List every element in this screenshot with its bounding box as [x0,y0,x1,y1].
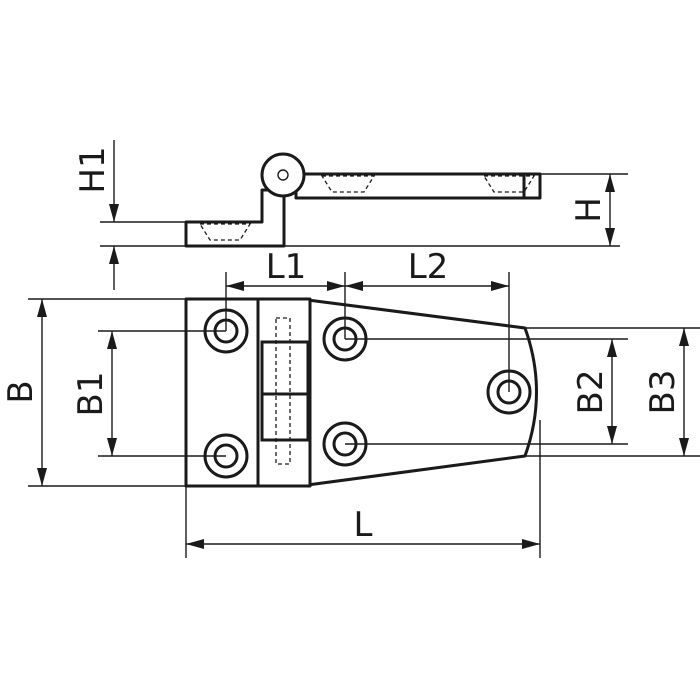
label-l1: L1 [266,247,307,287]
label-l2: L2 [408,247,449,287]
label-b3: B3 [643,370,683,415]
label-l: L [354,505,373,545]
label-b2: B2 [571,370,611,415]
top-hidden-pin [275,317,291,465]
dimension-b: B [1,298,186,487]
dimension-b1: B1 [71,330,226,457]
hole-bottom-middle [322,421,368,467]
label-h1: H1 [73,146,113,193]
label-b1: B1 [71,372,111,417]
dimension-b3: B3 [525,327,700,457]
side-right-leaf [294,172,542,200]
dimension-b2: B2 [345,338,628,445]
side-knuckle [260,152,306,198]
side-pin [277,169,289,181]
top-view [184,297,538,488]
side-left-leaf [184,188,286,248]
dimension-l1-l2: L1 L2 [225,247,510,392]
dimension-l: L [185,420,541,558]
side-right-countersink-1 [320,175,376,193]
label-h: H [569,197,609,223]
side-left-countersink [198,223,252,241]
dimension-h1: H1 [73,140,620,290]
label-b: B [1,380,41,403]
side-right-countersink-2 [482,175,536,193]
dimension-h: H [540,173,628,246]
side-view [184,152,542,248]
